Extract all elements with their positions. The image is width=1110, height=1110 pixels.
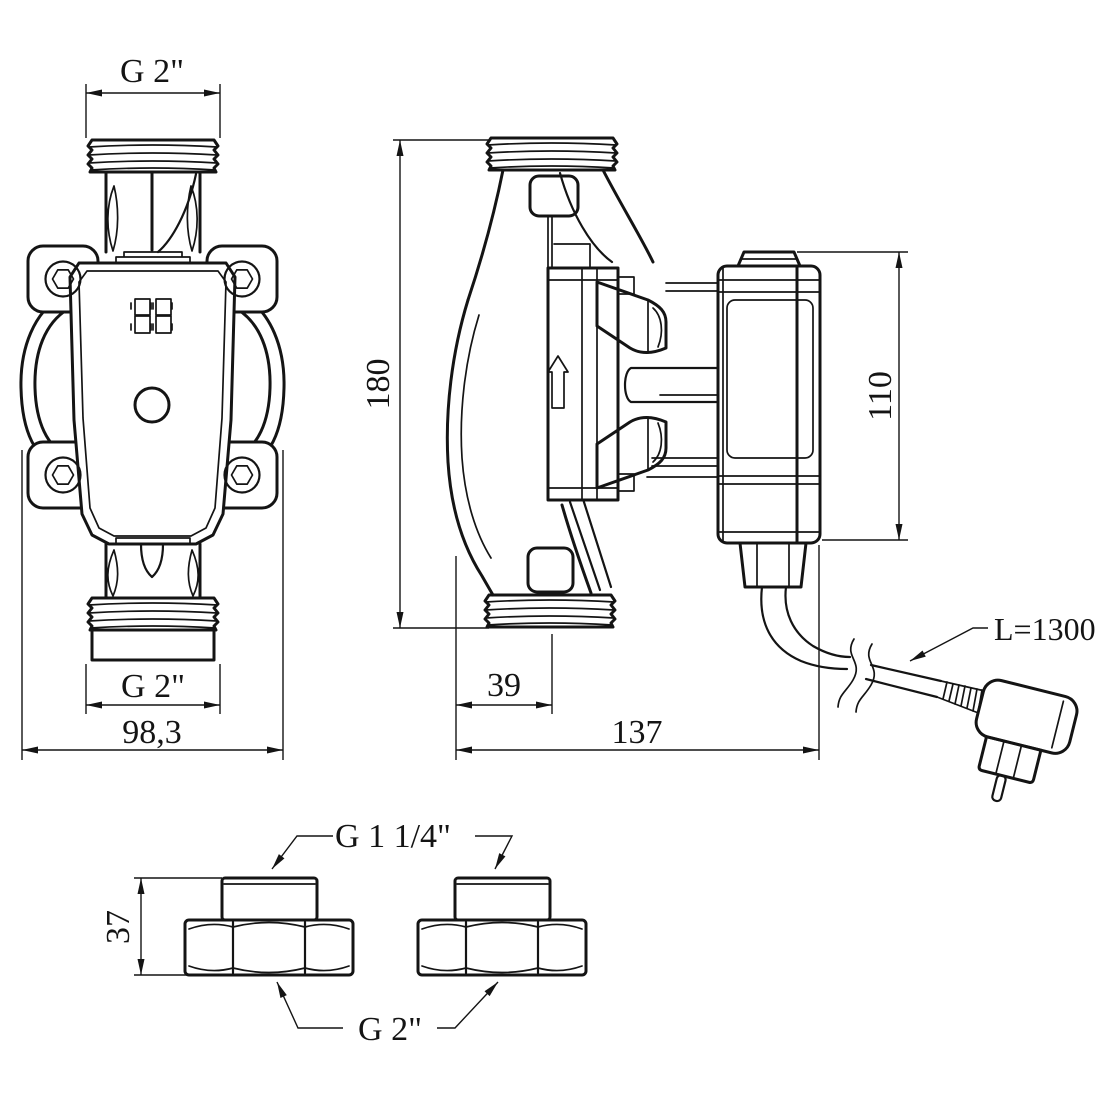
dim-nut-height: 37 <box>100 877 222 976</box>
front-top-neck <box>104 170 202 254</box>
fitting-left <box>183 876 355 977</box>
cable-length-callout: L=1300 <box>909 611 1096 662</box>
plug-pin-block <box>977 735 1043 784</box>
union-thread-callout: G 1 1/4" <box>271 818 514 870</box>
dim-label-overall-length: 137 <box>612 714 663 751</box>
pump-control-button <box>133 386 171 424</box>
cable-break-mark <box>837 638 858 708</box>
nut-thread-label: G 2" <box>358 1011 422 1048</box>
side-claw-top <box>595 280 668 354</box>
cable-strain-relief <box>936 680 986 715</box>
side-top-port <box>528 174 580 218</box>
side-connecting-pipes <box>623 282 720 478</box>
side-neck-volute <box>445 168 655 597</box>
dim-label-port-offset: 39 <box>487 667 521 704</box>
side-bottom-port <box>526 546 575 594</box>
dim-label-front-thread-top: G 2" <box>120 53 184 90</box>
dim-label-front-width: 98,3 <box>122 714 182 751</box>
front-view <box>19 138 286 662</box>
dim-front-thread-top: G 2" <box>85 53 221 138</box>
pump-display <box>130 298 173 334</box>
side-dimensions: 180 39 137 110 L=1300 <box>360 139 1096 760</box>
fitting-right <box>416 876 588 977</box>
motor-box-panel <box>726 299 814 459</box>
side-view <box>445 136 1079 803</box>
side-flange <box>546 266 635 502</box>
union-fittings <box>183 876 588 977</box>
power-plug <box>974 678 1079 803</box>
dim-label-side-height: 180 <box>360 359 397 410</box>
nut-thread-callout: G 2" <box>276 981 499 1048</box>
dim-label-front-thread-bottom: G 2" <box>121 668 185 705</box>
front-dimensions: G 2" G 2" 98,3 <box>21 53 284 760</box>
plug-pin <box>991 774 1007 803</box>
motor-box <box>716 250 822 589</box>
front-bottom-pipe-end <box>90 628 216 662</box>
dim-side-height: 180 <box>360 139 489 629</box>
fitting-dimensions: G 1 1/4" 37 G 2" <box>100 818 514 1048</box>
cable-break-mark <box>855 643 876 713</box>
flow-direction-arrow-icon <box>547 355 569 409</box>
dim-label-motor-height: 110 <box>862 371 899 421</box>
dim-label-nut-height: 37 <box>100 910 137 944</box>
dim-overall-length: 137 <box>456 545 820 760</box>
cable-length-label: L=1300 <box>994 611 1096 647</box>
dim-motor-height: 110 <box>797 251 908 541</box>
dim-front-thread-bottom: G 2" <box>85 664 221 714</box>
side-port-stem <box>547 215 591 269</box>
union-thread-label: G 1 1/4" <box>335 818 451 855</box>
power-cable <box>760 585 986 715</box>
pump-body-plate-inner <box>78 270 227 537</box>
pump-body-plate <box>68 261 237 546</box>
dim-front-width: 98,3 <box>21 450 284 760</box>
cable-gland <box>738 541 808 589</box>
front-bottom-neck <box>104 537 202 600</box>
dim-port-offset: 39 <box>455 556 553 760</box>
